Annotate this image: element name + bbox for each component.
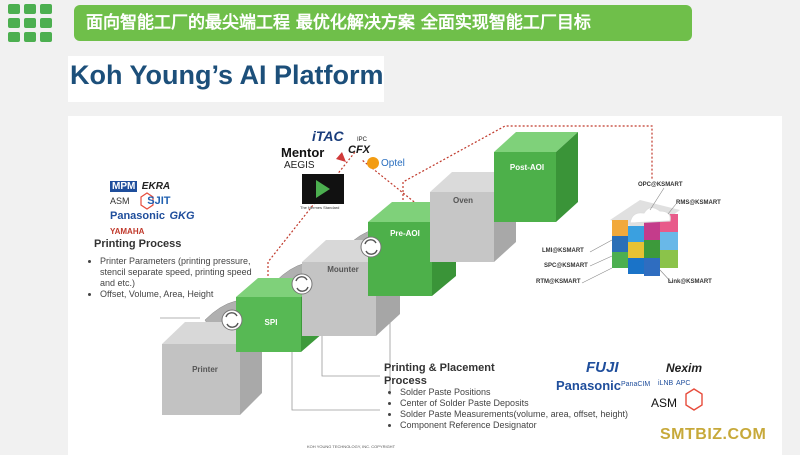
- placement-process-title: Printing & Placement Process: [384, 362, 495, 387]
- ksmart-label: Link@KSMART: [668, 279, 712, 285]
- asm-logo-icon: [140, 192, 154, 210]
- hermes-caption: The Hermes Standard: [300, 205, 340, 210]
- page-title: Koh Young’s AI Platform: [70, 60, 384, 90]
- vendor-logo: Nexim: [666, 361, 703, 375]
- vendor-logo: iLNB: [658, 380, 674, 387]
- slide-footer: KOH YOUNG TECHNOLOGY, INC. COPYRIGHT: [307, 444, 396, 449]
- list-item: Solder Paste Positions: [400, 387, 660, 398]
- list-item: Center of Solder Paste Deposits: [400, 398, 660, 409]
- step-label: SPI: [264, 318, 278, 327]
- vendor-logo: ASM: [110, 196, 130, 206]
- vendor-logo: YAMAHA: [110, 227, 145, 236]
- ksmart-label: SPC@KSMART: [544, 263, 588, 269]
- vendor-logo: GKG: [169, 210, 195, 222]
- asm-logo-icon: [685, 388, 703, 411]
- printing-process-list: Printer Parameters (printing pressure, s…: [86, 256, 256, 300]
- vendor-logo: iTAC: [312, 128, 344, 144]
- vendor-logo: Panasonic: [556, 378, 622, 393]
- printer-vendor-logos: MPM EKRA ASM SJIT Panasonic GKG YAMAHA: [110, 178, 204, 238]
- ksmart-label: LMI@KSMART: [542, 248, 584, 254]
- vendor-logo: EKRA: [141, 181, 171, 192]
- vendor-logo: ASM: [651, 396, 678, 410]
- vendor-logo: Optel: [381, 158, 405, 169]
- title-box: [68, 56, 384, 102]
- vendor-logo: Panasonic: [110, 210, 166, 222]
- ksmart-label: OPC@KSMART: [638, 182, 683, 188]
- vendor-logo: Mentor: [281, 145, 325, 160]
- ksmart-cube: [610, 200, 680, 276]
- placement-process-list: Solder Paste Positions Center of Solder …: [386, 387, 660, 431]
- vendor-logo: SJIT: [147, 195, 171, 207]
- banner-headline: 面向智能工厂的最尖端工程 最优化解决方案 全面实现智能工厂目标: [74, 5, 692, 41]
- step-label: Printer: [192, 365, 218, 374]
- vendor-logo: IPC: [357, 137, 368, 143]
- watermark: SMTBIZ.COM: [660, 426, 767, 443]
- step-post-aoi-cube: [494, 132, 578, 222]
- step-label: Pre-AOI: [390, 229, 420, 238]
- list-item: Printer Parameters (printing pressure, s…: [100, 256, 256, 289]
- vendor-logo: MPM: [110, 181, 138, 192]
- aegis-logo-icon: [336, 152, 346, 162]
- printing-process-title: Printing Process: [94, 238, 182, 250]
- vendor-logo: AEGIS: [284, 160, 315, 171]
- list-item: Solder Paste Measurements(volume, area, …: [400, 409, 660, 420]
- ksmart-label: RTM@KSMART: [536, 279, 581, 285]
- vendor-logo: FUJI: [586, 359, 619, 376]
- app-grid-icon[interactable]: [8, 4, 56, 44]
- list-item: Component Reference Designator: [400, 420, 660, 431]
- list-item: Offset, Volume, Area, Height: [100, 289, 256, 300]
- vendor-logo: APC: [676, 380, 691, 387]
- step-label: Post-AOI: [509, 163, 545, 172]
- step-label: Oven: [452, 196, 473, 205]
- step-label: Mounter: [327, 265, 359, 274]
- ksmart-label: RMS@KSMART: [676, 200, 721, 206]
- optel-logo-icon: [367, 157, 379, 169]
- vendor-logo: PanaCIM: [621, 381, 651, 388]
- vendor-logo: CFX: [348, 144, 370, 156]
